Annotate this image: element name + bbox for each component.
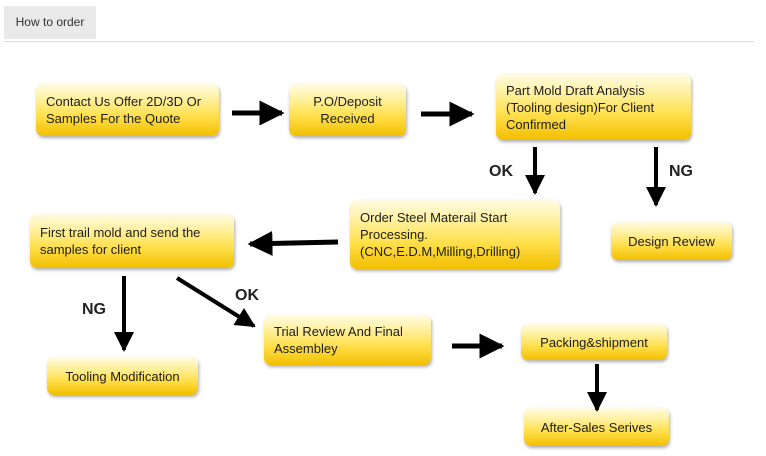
box-design-review: Design Review [611,222,732,260]
label-ng-design: NG [669,163,693,180]
box-order-steel-text: Order Steel Materail Start Processing.(C… [360,210,521,259]
tab-how-to-order[interactable]: How to order [4,6,96,39]
box-contact: Contact Us Offer 2D/3D Or Samples For th… [36,84,219,136]
box-after-sales-text: After-Sales Serives [540,419,653,435]
label-ok-analysis: OK [489,163,513,180]
box-packing-shipment-text: Packing&shipment [540,334,648,350]
box-first-trail-text: First trail mold and send the samples fo… [40,225,201,257]
box-first-trail: First trail mold and send the samples fo… [30,214,234,268]
box-packing-shipment: Packing&shipment [521,324,667,360]
box-trial-review: Trial Review And Final Assembley [264,315,431,365]
box-mold-analysis: Part Mold Draft Analysis (Tooling design… [496,74,691,140]
label-ok-trial: OK [235,287,259,304]
box-after-sales: After-Sales Serives [524,408,669,446]
box-contact-text: Contact Us Offer 2D/3D Or Samples For th… [46,94,202,126]
box-tooling-modification-text: Tooling Modification [65,368,180,384]
box-trial-review-text: Trial Review And Final Assembley [274,324,403,356]
box-design-review-text: Design Review [628,233,715,249]
label-ng-tooling: NG [82,301,106,318]
box-po-deposit-text: P.O/Deposit Received [313,94,382,126]
box-tooling-modification: Tooling Modification [47,357,198,395]
box-order-steel: Order Steel Materail Start Processing.(C… [350,200,560,269]
box-po-deposit: P.O/Deposit Received [289,84,406,136]
box-mold-analysis-text: Part Mold Draft Analysis (Tooling design… [506,82,655,132]
tab-bar: How to order [4,6,754,42]
